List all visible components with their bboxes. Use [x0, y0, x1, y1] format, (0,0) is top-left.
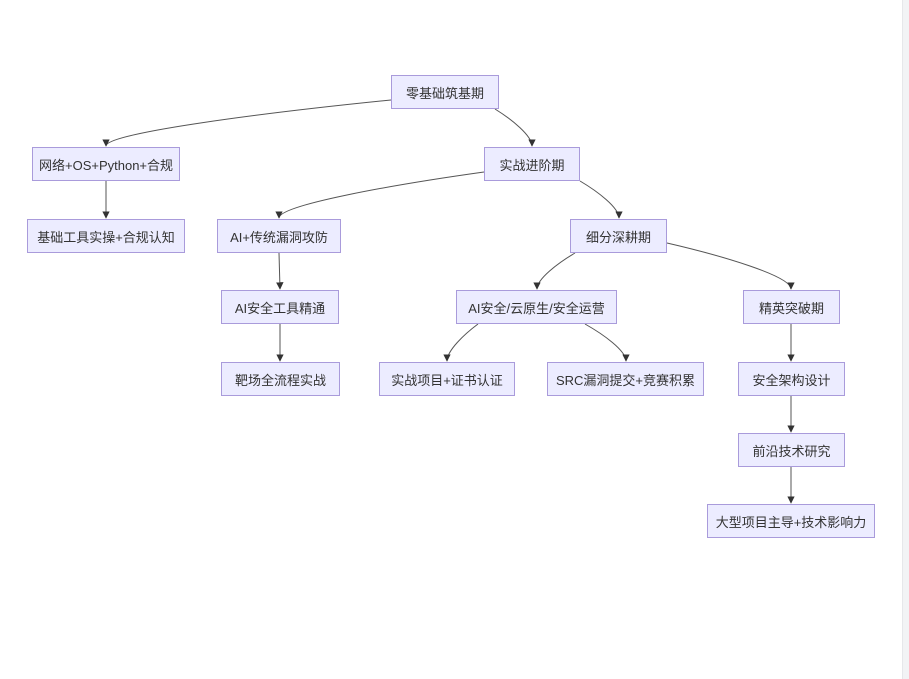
flow-node-label: 靶场全流程实战 — [234, 372, 326, 388]
flow-node-lead: 大型项目主导+技术影响力 — [707, 504, 875, 538]
flow-node-label: SRC漏洞提交+竞赛积累 — [555, 372, 696, 388]
flow-edge-foundation-to-practice — [494, 108, 536, 147]
flow-node-segment: 细分深耕期 — [570, 219, 667, 253]
flow-node-label: 细分深耕期 — [585, 229, 651, 245]
flow-node-src: SRC漏洞提交+竞赛积累 — [547, 362, 704, 396]
flow-node-network: 网络+OS+Python+合规 — [32, 147, 180, 181]
flow-node-label: 基础工具实操+合规认知 — [37, 229, 175, 245]
flow-edge-practice-to-aitrad — [275, 171, 485, 219]
flow-node-label: 网络+OS+Python+合规 — [38, 157, 174, 173]
flow-edge-aisec-to-src — [584, 323, 630, 362]
flow-edge-segment-to-elite — [666, 242, 795, 290]
flow-node-label: 安全架构设计 — [752, 372, 831, 388]
flow-edge-practice-to-segment — [579, 180, 623, 219]
flow-node-label: 前沿技术研究 — [752, 443, 831, 459]
flow-node-arch: 安全架构设计 — [738, 362, 845, 396]
flow-edge-aisec-to-projcert — [443, 323, 479, 362]
flow-node-label: AI安全/云原生/安全运营 — [468, 300, 605, 316]
vertical-scrollbar[interactable] — [902, 0, 909, 679]
flow-edge-foundation-to-network — [102, 99, 392, 147]
flow-node-elite: 精英突破期 — [743, 290, 840, 324]
flow-node-aitrad: AI+传统漏洞攻防 — [217, 219, 341, 253]
flow-node-foundation: 零基础筑基期 — [391, 75, 499, 109]
flow-node-label: 实战进阶期 — [499, 157, 565, 173]
flow-node-label: AI+传统漏洞攻防 — [230, 229, 328, 245]
flow-node-range: 靶场全流程实战 — [221, 362, 340, 396]
flow-node-projcert: 实战项目+证书认证 — [379, 362, 515, 396]
flow-node-label: AI安全工具精通 — [234, 300, 326, 316]
flow-node-label: 实战项目+证书认证 — [391, 372, 503, 388]
flow-node-frontier: 前沿技术研究 — [738, 433, 845, 467]
flow-node-label: 大型项目主导+技术影响力 — [715, 514, 867, 530]
flow-node-aitools: AI安全工具精通 — [221, 290, 339, 324]
flow-node-aisec: AI安全/云原生/安全运营 — [456, 290, 617, 324]
flow-node-basictools: 基础工具实操+合规认知 — [27, 219, 185, 253]
flow-node-label: 精英突破期 — [758, 300, 824, 316]
flow-edge-segment-to-aisec — [533, 252, 576, 290]
flow-node-label: 零基础筑基期 — [405, 85, 484, 101]
flow-node-practice: 实战进阶期 — [484, 147, 580, 181]
flow-edge-aitrad-to-aitools — [276, 252, 284, 290]
